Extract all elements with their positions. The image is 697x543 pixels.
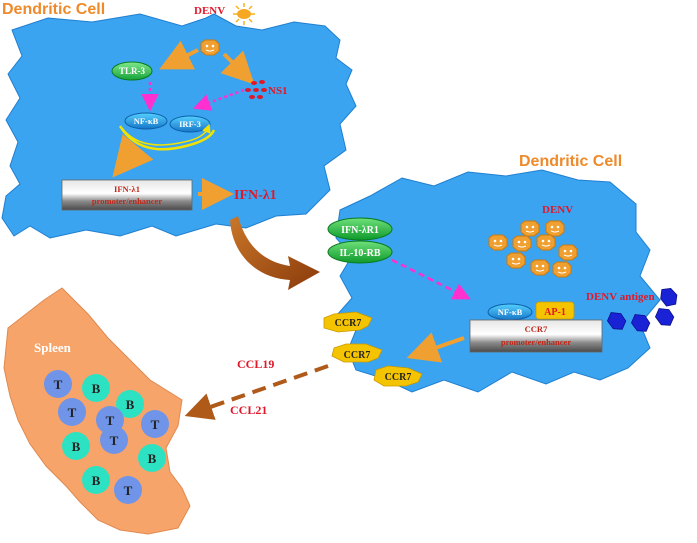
virion-icon	[530, 259, 550, 276]
spleen-title: Spleen	[34, 340, 72, 355]
spleen-cell-10: T	[114, 476, 142, 504]
arrow-to-ns1	[220, 50, 255, 85]
migration-arrow	[184, 364, 329, 420]
ccr7-receptor-1: CCR7	[323, 311, 373, 333]
ap1-label: AP-1	[544, 307, 566, 318]
ifn-promoter-box	[61, 179, 193, 211]
virion-icon	[200, 39, 220, 56]
virion-icon	[520, 220, 540, 237]
irf3-label: IRF-3	[179, 119, 201, 129]
arrow-to-ifn-promoter	[112, 133, 154, 178]
spleen-cell-8: B	[138, 444, 166, 472]
tlr3-label: TLR-3	[119, 66, 146, 76]
spleen-cell-5: B	[62, 432, 90, 460]
svg-text:B: B	[92, 473, 101, 488]
ccl19-label: CCL19	[237, 357, 274, 371]
dendritic-cell-1: Dendritic Cell DENV TLR-3 NS1	[1, 1, 357, 239]
receptor1-label: IFN-λR1	[341, 225, 379, 236]
arrow-ns1-to-irf3	[192, 88, 245, 111]
virion-icon	[545, 220, 565, 237]
receptor2-label: IL-10-RB	[339, 248, 380, 259]
ccr7-receptor-2: CCR7	[331, 343, 383, 363]
virion-icon	[488, 234, 508, 251]
virion-icon	[506, 252, 526, 269]
denv-label-2: DENV	[542, 204, 573, 216]
svg-text:B: B	[148, 451, 157, 466]
ccr7-promoter-line2: promoter/enhancer	[501, 337, 571, 347]
tlr3-receptor	[111, 61, 153, 81]
svg-text:T: T	[110, 433, 119, 448]
ccr7-label-2: CCR7	[344, 350, 371, 361]
ifn-promoter-line1: IFN-λ1	[114, 184, 140, 194]
sun-virus-icon	[233, 3, 255, 25]
virion-icon	[552, 261, 572, 278]
ns1-label: NS1	[268, 85, 288, 97]
spleen-cell-9: B	[82, 466, 110, 494]
ccr7-promoter-line1: CCR7	[525, 324, 548, 334]
svg-text:T: T	[54, 377, 63, 392]
svg-text:T: T	[106, 413, 115, 428]
antigen-hexagon-icon	[606, 288, 678, 332]
nfkb-label-1: NF-κB	[134, 116, 159, 126]
spleen-cell-3: B	[116, 390, 144, 418]
curved-secretion-arrow	[230, 216, 320, 290]
spleen-cell-0: T	[44, 370, 72, 398]
arrow-receptor-to-promoter	[391, 258, 471, 300]
arrow-promoter-to-ccr7	[406, 332, 465, 363]
virion-icon	[558, 244, 578, 261]
arrow-to-tlr3	[159, 40, 199, 70]
denv-label-1: DENV	[194, 5, 225, 17]
svg-text:T: T	[151, 417, 160, 432]
ifn-lambda1-label: IFN-λ1	[234, 188, 277, 203]
denv-antigen-label: DENV antigen	[586, 291, 655, 303]
spleen: Spleen T B T B T B T T B B T	[3, 287, 191, 535]
cell-2-title: Dendritic Cell	[519, 153, 622, 170]
ccr7-label-1: CCR7	[335, 318, 362, 329]
ap1-box	[535, 301, 575, 320]
cell-1-title: Dendritic Cell	[2, 1, 105, 18]
ccr7-receptor-3: CCR7	[373, 365, 423, 387]
ifn-lambda-r1-receptor	[327, 217, 393, 241]
svg-text:B: B	[72, 439, 81, 454]
spleen-cell-6: T	[100, 426, 128, 454]
svg-text:T: T	[68, 405, 77, 420]
spleen-cell-1: B	[82, 374, 110, 402]
virion-icon	[512, 235, 532, 252]
spleen-cell-2: T	[58, 398, 86, 426]
virion-icon	[536, 234, 556, 251]
ccr7-label-3: CCR7	[385, 372, 412, 383]
nfkb-label-2: NF-κB	[498, 307, 523, 317]
ccr7-promoter-box	[469, 319, 603, 353]
ns1-protein-icon	[245, 80, 267, 99]
svg-text:B: B	[126, 397, 135, 412]
ccl21-label: CCL21	[230, 403, 267, 417]
spleen-outline	[3, 287, 191, 535]
nfkb-oval-1	[124, 112, 168, 130]
cell-2-membrane	[335, 169, 661, 393]
spleen-cell-7: T	[141, 410, 169, 438]
dendritic-cell-2: Dendritic Cell DENV IFN-λR1 IL-10-RB NF-…	[323, 153, 678, 393]
ifn-promoter-line2: promoter/enhancer	[92, 196, 162, 206]
svg-text:T: T	[124, 483, 133, 498]
il10-rb-receptor	[327, 240, 393, 264]
svg-text:B: B	[92, 381, 101, 396]
